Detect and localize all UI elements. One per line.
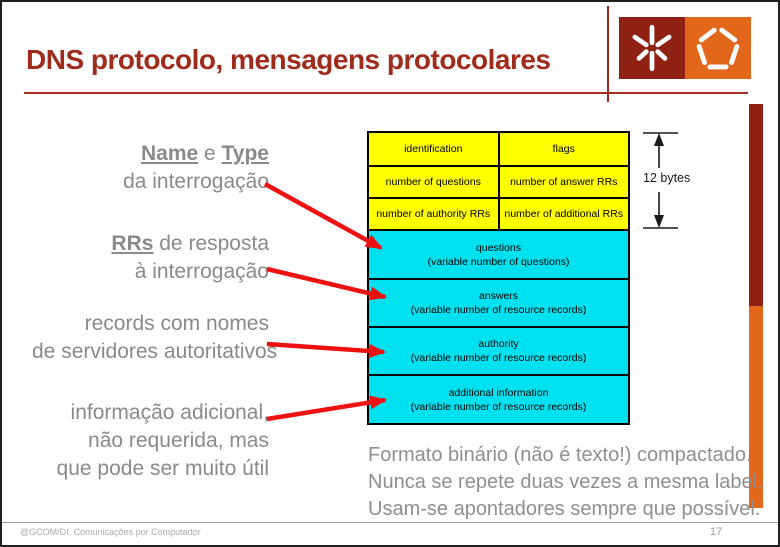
table-cell: identification	[404, 143, 463, 155]
table-cell: flags	[497, 133, 629, 165]
dns-message-table: identification flags number of questions…	[367, 131, 630, 425]
annotation-line: que pode ser muito útil	[56, 457, 269, 480]
annotation-line: de servidores autoritativos	[32, 340, 278, 363]
annotation-line: RRs de resposta	[111, 232, 269, 255]
annotation-line: da interrogação	[123, 170, 269, 193]
annotation-records: records com nomes de servidores autorita…	[32, 310, 278, 366]
university-logo	[619, 17, 751, 79]
table-cell-title: additional information	[448, 386, 549, 399]
table-cell-title: questions	[476, 241, 521, 254]
table-row: identification flags	[369, 133, 628, 165]
pentagon-icon	[696, 27, 740, 70]
annotation-name-type: Name e Type da interrogação	[32, 140, 269, 196]
um-asterisk-icon	[632, 24, 672, 72]
annotation-line: à interrogação	[134, 260, 269, 283]
footer-credit: @GCOM/DI, Comunicações por Computador	[20, 527, 201, 537]
title-underline-rule	[24, 92, 748, 94]
page-number: 17	[710, 526, 723, 538]
arrow-to-questions	[263, 182, 383, 250]
header-vertical-rule	[607, 6, 609, 102]
logo-maroon-square	[619, 17, 685, 79]
table-row: authority (variable number of resource r…	[369, 326, 628, 374]
table-cell-title: answers	[478, 290, 519, 302]
table-row: answers (variable number of resource rec…	[369, 278, 628, 326]
table-row: number of authority RRs number of additi…	[369, 197, 628, 229]
footer-rule	[2, 522, 778, 523]
note-line: Formato binário (não é texto!) compactad…	[368, 444, 752, 466]
note-line: Nunca se repete duas vezes a mesma label…	[368, 471, 763, 493]
accent-bar-orange	[749, 306, 763, 508]
annotation-line: não requerida, mas	[88, 429, 269, 452]
table-cell-subtitle: (variable number of resource records)	[410, 304, 587, 316]
table-row: number of questions number of answer RRs	[369, 165, 628, 197]
table-cell-title: authority	[478, 338, 519, 350]
table-cell: number of questions	[385, 176, 481, 188]
table-cell: number of authority RRs	[376, 208, 491, 220]
table-cell-subtitle: (variable number of resource records)	[410, 352, 587, 364]
table-row: questions (variable number of questions)	[369, 229, 628, 278]
table-row: additional information (variable number …	[369, 374, 628, 423]
accent-bar-maroon	[749, 104, 763, 306]
table-cell-subtitle: (variable number of resource records)	[410, 400, 587, 413]
notes-block: Formato binário (não é texto!) compactad…	[368, 442, 763, 523]
annotation-line: Name e Type	[140, 142, 269, 165]
page-title: DNS protocolo, mensagens protocolares	[26, 44, 551, 75]
annotation-rrs: RRs de resposta à interrogação	[32, 230, 269, 286]
table-cell-subtitle: (variable number of questions)	[427, 255, 570, 268]
table-cell: number of answer RRs	[497, 167, 629, 197]
annotation-line: records com nomes	[84, 312, 269, 335]
logo-orange-square	[685, 17, 751, 79]
annotation-line: informação adicional,	[70, 401, 269, 424]
note-line: Usam-se apontadores sempre que possível.	[368, 498, 761, 520]
measure-label: 12 bytes	[643, 171, 691, 185]
measure-arrowhead-up	[654, 133, 664, 146]
table-cell: number of additional RRs	[497, 199, 629, 229]
annotation-additional: informação adicional, não requerida, mas…	[32, 399, 269, 483]
measure-arrowhead-down	[654, 215, 664, 228]
